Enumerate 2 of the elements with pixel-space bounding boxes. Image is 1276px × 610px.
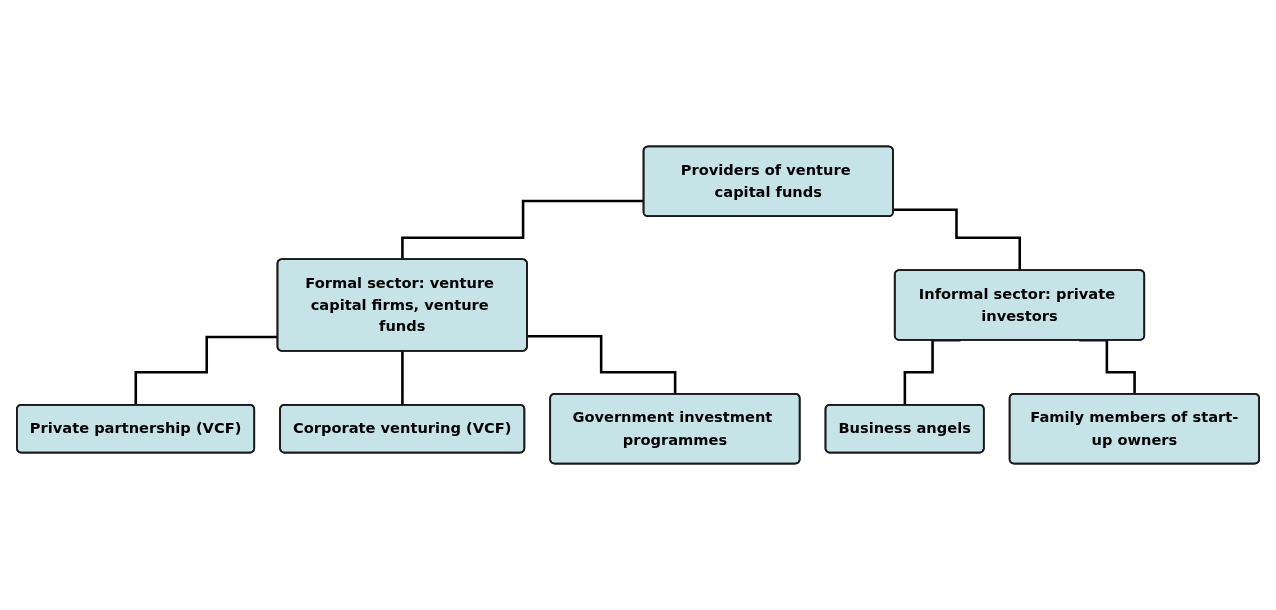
- connector: [893, 208, 1022, 272]
- connector: [401, 199, 644, 261]
